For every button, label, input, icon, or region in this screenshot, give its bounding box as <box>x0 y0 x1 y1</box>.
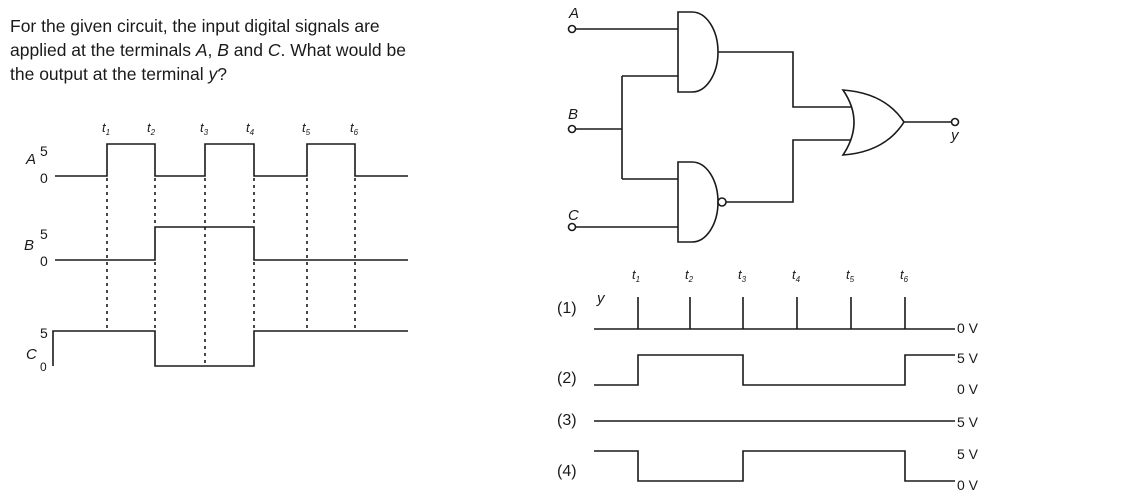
time-label-t5: t5 <box>302 120 311 137</box>
signal-c-high-level: 5 <box>40 325 48 341</box>
option-time-label-t2: t2 <box>685 267 694 284</box>
input-timing-diagram: t1 t2 t3 t4 t5 t6 A 5 0 B 5 0 C 5 0 <box>24 120 408 374</box>
question-line-2: applied at the terminals A, B and C. Wha… <box>10 40 406 60</box>
option-time-label-t3: t3 <box>738 267 747 284</box>
option-time-label-t4: t4 <box>792 267 801 284</box>
logic-circuit: A B C y <box>567 5 960 243</box>
option-4-zero-volt: 0 V <box>957 477 979 493</box>
circuit-output-y-label: y <box>950 127 960 144</box>
question-text: For the given circuit, the input digital… <box>10 14 468 86</box>
signal-c-low-level: 0 <box>40 360 47 374</box>
signal-b-label: B <box>24 237 34 254</box>
option-2-five-volt: 5 V <box>957 350 979 366</box>
circuit-input-c-label: C <box>568 207 579 224</box>
question-line-1: For the given circuit, the input digital… <box>10 16 380 36</box>
time-label-t4: t4 <box>246 120 255 137</box>
signal-c-label: C <box>26 346 37 363</box>
option-1-waveform[interactable] <box>594 297 955 330</box>
nand-inversion-bubble <box>717 197 727 207</box>
nand-gate <box>677 161 719 243</box>
time-label-t1: t1 <box>102 120 110 137</box>
signal-a-high-level: 5 <box>40 143 48 159</box>
circuit-input-a-label: A <box>568 5 579 22</box>
signal-b-low-level: 0 <box>40 253 48 269</box>
time-label-t6: t6 <box>350 120 359 137</box>
option-1-label[interactable]: (1) <box>557 300 577 317</box>
signal-a-label: A <box>25 151 36 168</box>
option-1-zero-volt: 0 V <box>957 320 979 336</box>
circuit-terminal-y <box>950 117 960 127</box>
option-time-label-t1: t1 <box>632 267 640 284</box>
option-2-label[interactable]: (2) <box>557 370 577 387</box>
wire-and-out <box>718 51 851 108</box>
signal-a-low-level: 0 <box>40 170 48 186</box>
option-time-label-t6: t6 <box>900 267 909 284</box>
answer-options: t1 t2 t3 t4 t5 t6 (1) y 0 V (2) 5 V 0 V … <box>557 267 979 493</box>
option-3-five-volt: 5 V <box>957 414 979 430</box>
circuit-terminal-a <box>567 24 577 34</box>
wire-nand-out <box>726 139 851 203</box>
time-label-t3: t3 <box>200 120 209 137</box>
time-marker-lines <box>106 178 356 365</box>
option-4-five-volt: 5 V <box>957 446 979 462</box>
option-4-label[interactable]: (4) <box>557 463 577 480</box>
option-4-waveform[interactable] <box>594 450 955 482</box>
option-2-zero-volt: 0 V <box>957 381 979 397</box>
signal-c-waveform <box>52 330 408 367</box>
option-3-label[interactable]: (3) <box>557 412 577 429</box>
option-2-waveform[interactable] <box>594 354 955 386</box>
or-gate <box>841 89 905 156</box>
time-label-t2: t2 <box>147 120 156 137</box>
circuit-terminal-b <box>567 124 577 134</box>
question-line-3: the output at the terminal y? <box>10 64 227 84</box>
option-time-label-t5: t5 <box>846 267 855 284</box>
circuit-input-b-label: B <box>568 106 578 123</box>
and-gate <box>677 11 719 93</box>
signal-a-waveform <box>55 143 408 177</box>
signal-b-high-level: 5 <box>40 226 48 242</box>
option-y-label: y <box>596 290 606 307</box>
circuit-terminal-c <box>567 222 577 232</box>
